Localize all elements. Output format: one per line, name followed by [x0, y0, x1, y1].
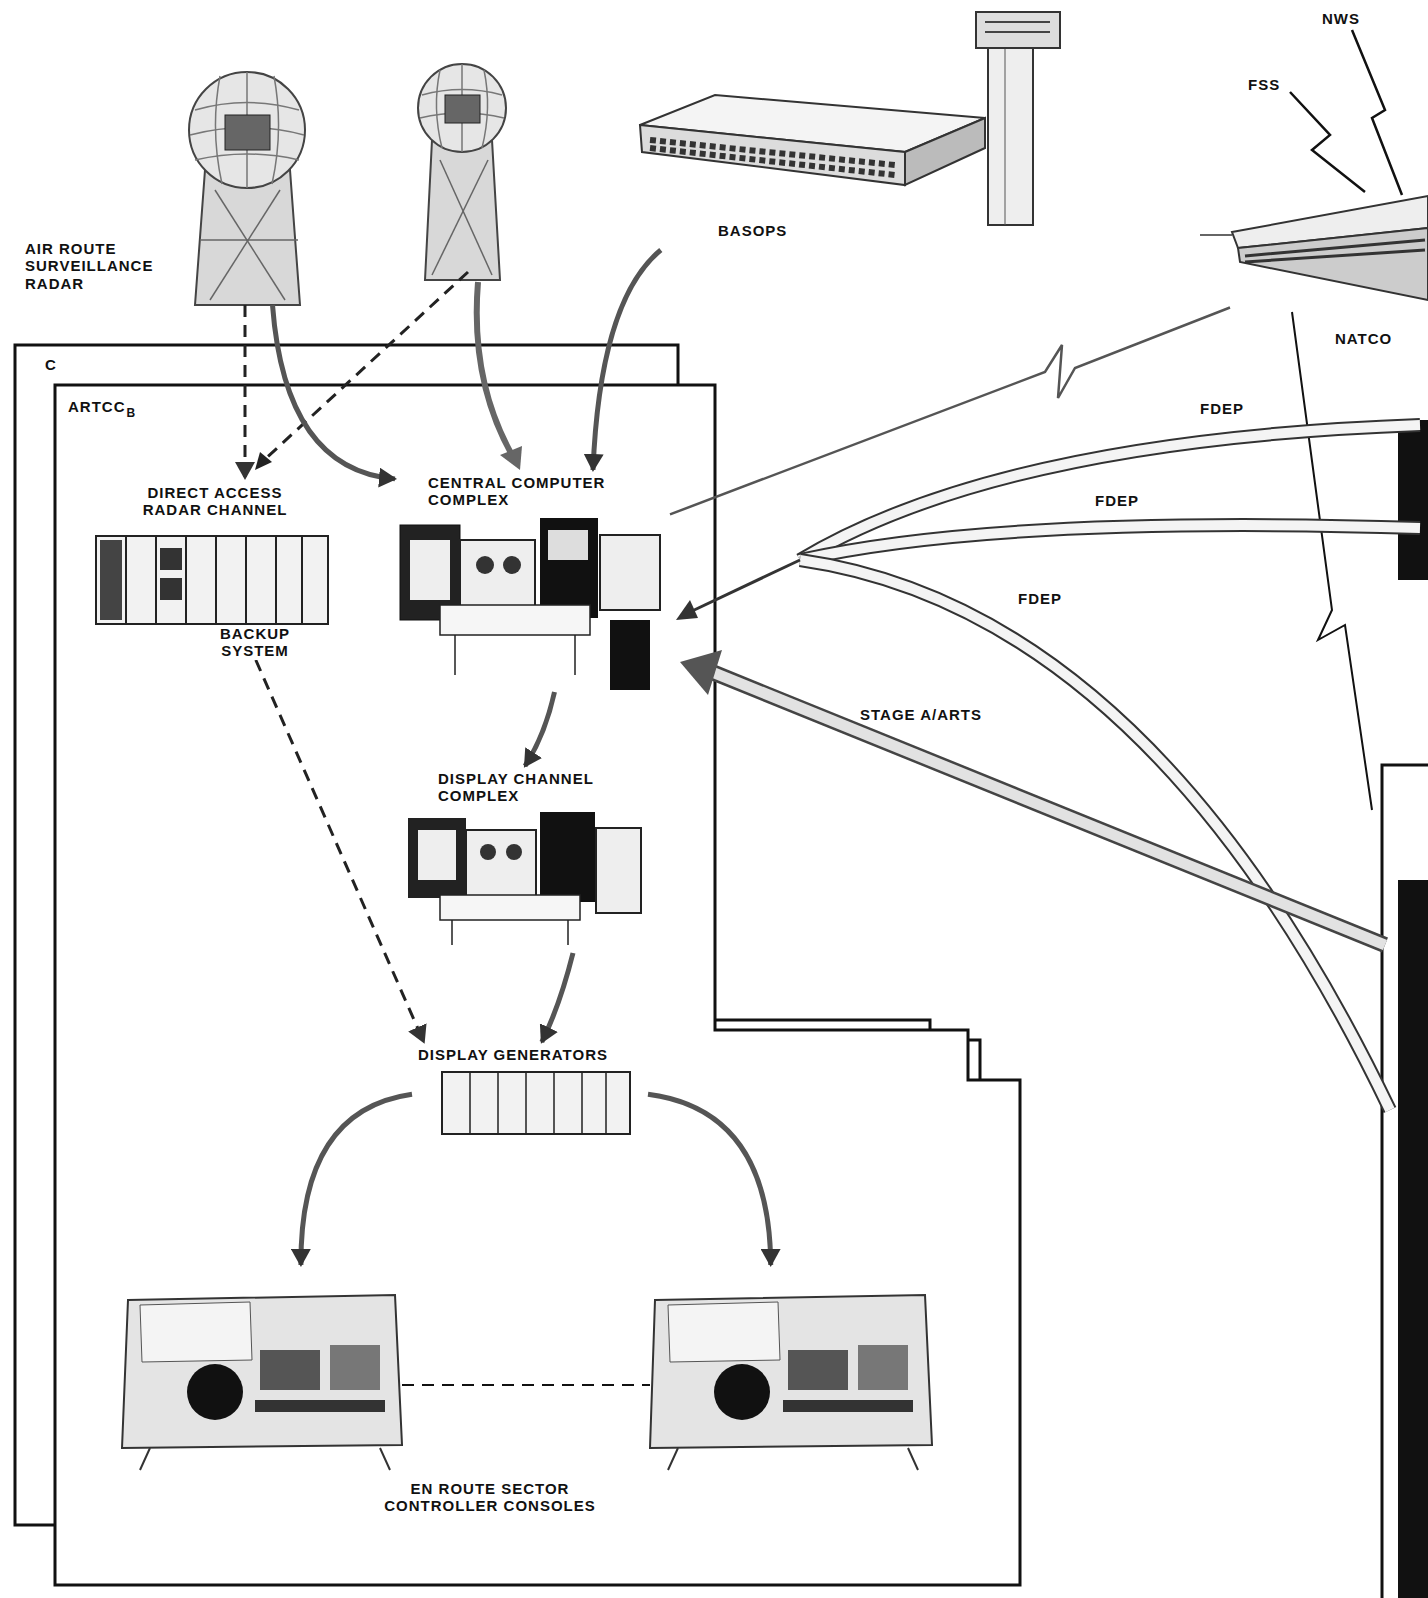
- node-label: ARTCC: [68, 398, 126, 415]
- node-label: AIR ROUTE SURVEILLANCE RADAR: [25, 240, 175, 292]
- flow-connector: [273, 305, 396, 479]
- flow-connector: [670, 308, 1230, 515]
- arrow-head: [255, 452, 272, 470]
- display-channel-equipment: [408, 812, 641, 945]
- link-label: NWS: [1322, 10, 1360, 27]
- radar-illustration: [418, 64, 506, 280]
- node-label: C: [45, 356, 57, 373]
- link-label: FDEP: [1095, 492, 1139, 509]
- link-label: FSS: [1248, 76, 1280, 93]
- stage-a-arts-band: [680, 650, 1385, 945]
- node-label: CENTRAL COMPUTER COMPLEX: [428, 474, 643, 509]
- controller-console: [650, 1295, 932, 1470]
- radar-feed: [477, 282, 512, 455]
- equipment-node: DIRECT ACCESS RADAR CHANNEL BACKUP SYSTEM: [95, 478, 335, 660]
- node-label: DIRECT ACCESS RADAR CHANNEL: [120, 484, 310, 519]
- fdep-band: [676, 425, 1420, 1110]
- link-label: FDEP: [1018, 590, 1062, 607]
- building-node: BASOPS: [635, 5, 1065, 250]
- facility-edge: [1382, 420, 1428, 1598]
- node-label: BACKUP SYSTEM: [205, 625, 305, 660]
- artcc-region: ARTCCB DIRECT ACCESS RADAR CHANNEL BACKUP …: [55, 385, 1020, 1585]
- flow-connector: [542, 953, 573, 1042]
- console-link: [402, 1384, 650, 1386]
- flow-connector: [301, 1094, 412, 1265]
- arrow-head: [500, 446, 522, 470]
- radar-channel-cabinets: [96, 536, 328, 624]
- node-label: DISPLAY CHANNEL COMPLEX: [438, 770, 638, 805]
- radar-illustration: [189, 72, 305, 305]
- node-label: EN ROUTE SECTOR CONTROLLER CONSOLES: [365, 1480, 615, 1515]
- radio-link: [1292, 312, 1372, 810]
- flow-connector: [648, 1094, 771, 1265]
- computer-equipment: [400, 518, 660, 690]
- equipment-node: CENTRAL COMPUTER COMPLEX: [395, 470, 670, 692]
- dashed-feed: [262, 272, 468, 462]
- flow-connector: [525, 692, 555, 766]
- subscript-text: B: [127, 407, 137, 421]
- link-label: FDEP: [1200, 400, 1244, 417]
- equipment-node: DISPLAY GENERATORS: [412, 1042, 648, 1137]
- console-node: EN ROUTE SECTOR CONTROLLER CONSOLES: [115, 1265, 945, 1525]
- controller-console: [122, 1295, 402, 1470]
- node-label: NATCO: [1335, 330, 1392, 347]
- radio-link: [1352, 30, 1402, 195]
- building-illustration: [640, 12, 1060, 225]
- building-illustration: [1200, 196, 1428, 300]
- center-region: C ARTCCB DIRECT ACCESS RADAR CHANNEL BACKUP…: [15, 345, 980, 1525]
- radar-node: AIR ROUTE SURVEILLANCE RADAR: [185, 85, 310, 305]
- dashed-connector: [256, 660, 424, 1042]
- flow-connector: [593, 250, 661, 470]
- artcc-outline: [55, 385, 1020, 1585]
- display-generator-cabinets: [442, 1072, 630, 1134]
- dashed-connector: [244, 305, 247, 478]
- node-label: BASOPS: [718, 222, 787, 239]
- building-node: NATCO: [1230, 195, 1428, 345]
- node-label: DISPLAY GENERATORS: [418, 1046, 608, 1063]
- equipment-node: DISPLAY CHANNEL COMPLEX: [405, 766, 645, 953]
- link-label: STAGE A/ARTS: [860, 706, 982, 723]
- radio-link: [1290, 92, 1365, 192]
